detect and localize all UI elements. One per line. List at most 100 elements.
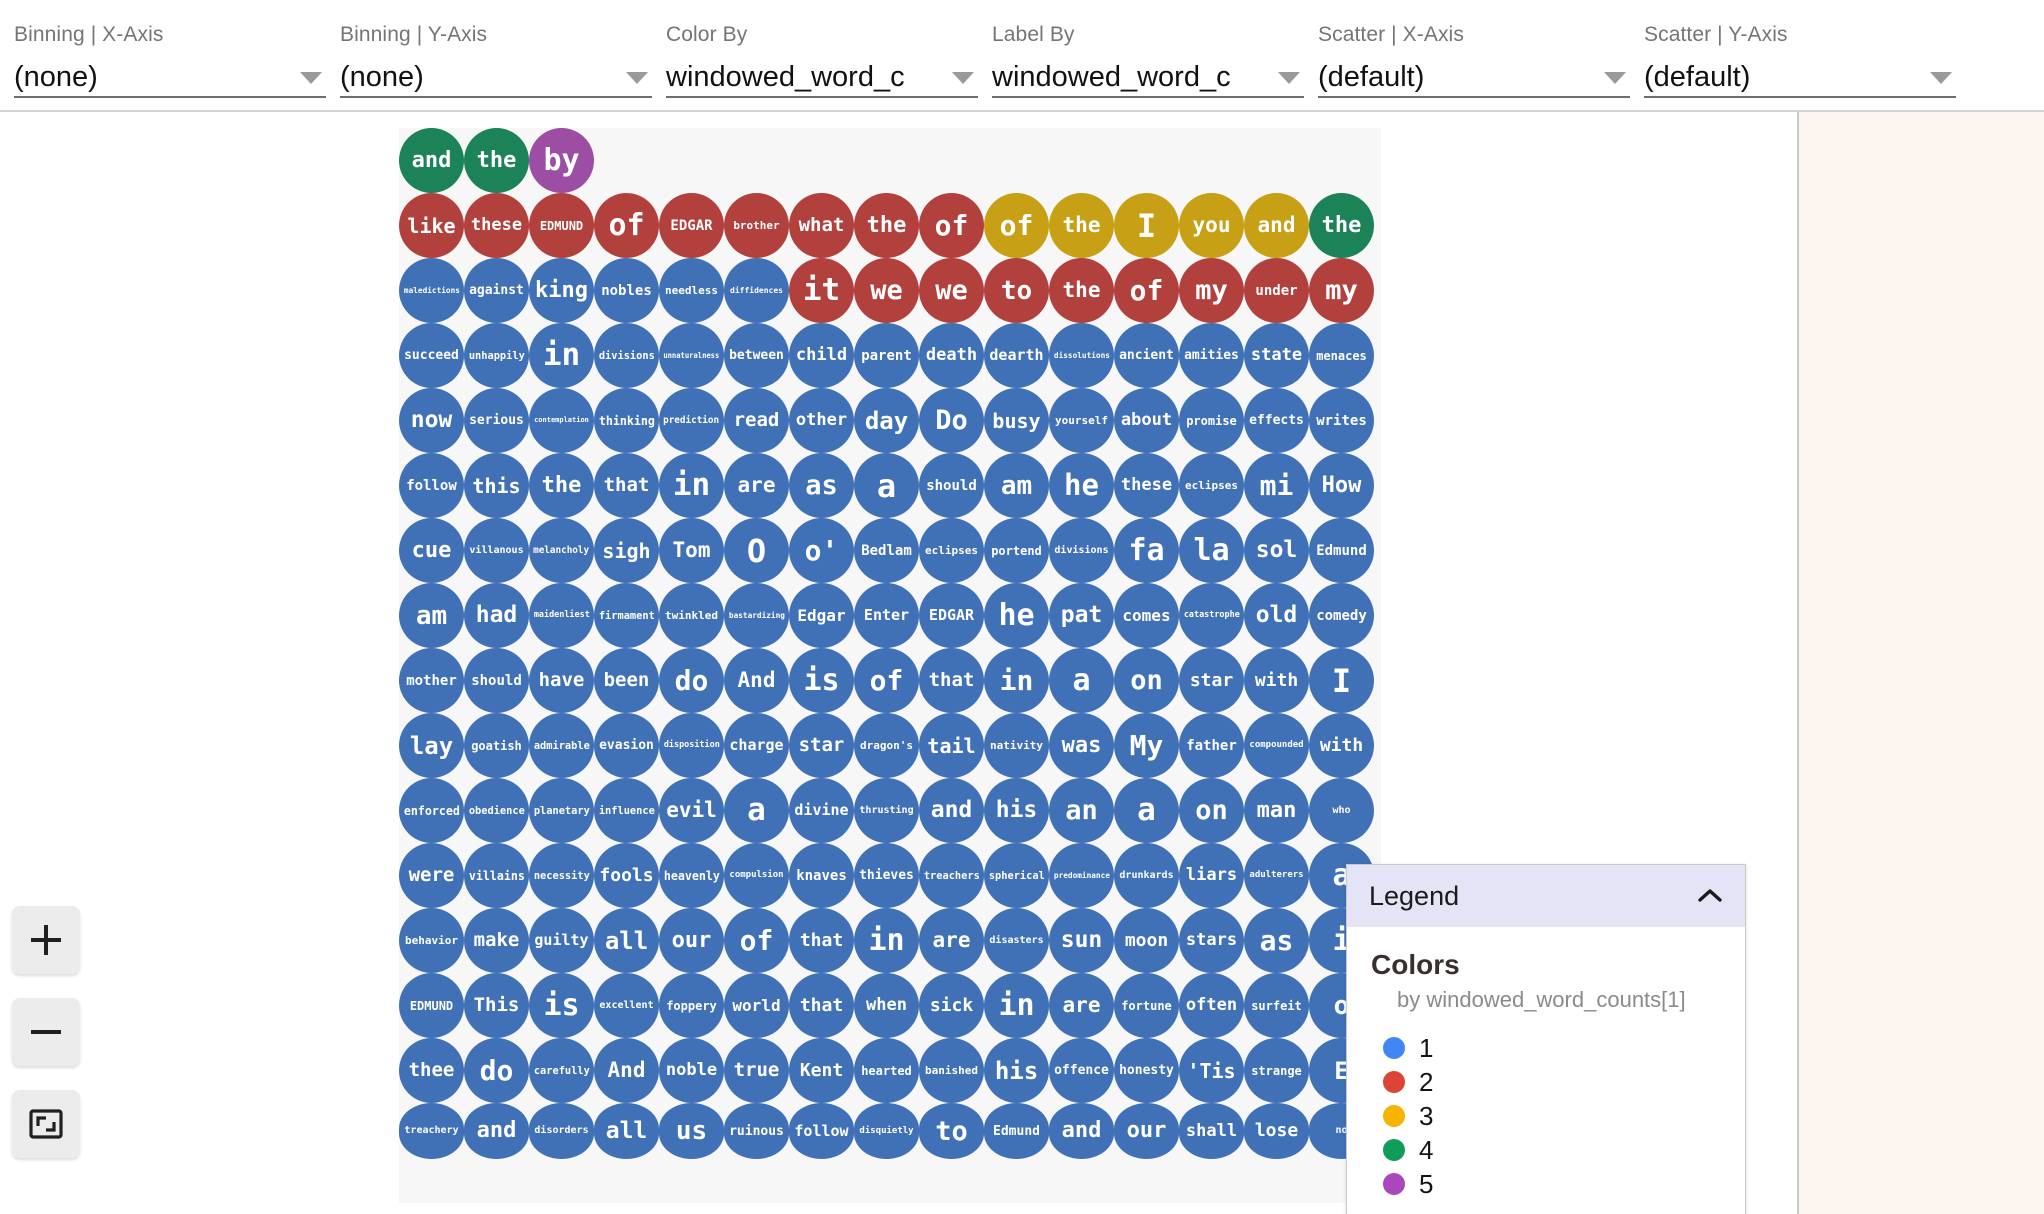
- word-bubble[interactable]: follow: [789, 1103, 854, 1159]
- word-bubble[interactable]: liars: [1179, 843, 1244, 908]
- word-bubble[interactable]: are: [724, 453, 789, 518]
- word-bubble[interactable]: EDMUND: [399, 973, 464, 1038]
- word-bubble[interactable]: we: [919, 258, 984, 323]
- word-bubble[interactable]: the: [1309, 193, 1374, 258]
- word-bubble[interactable]: writes: [1309, 388, 1374, 453]
- word-bubble[interactable]: portend: [984, 518, 1049, 583]
- word-bubble[interactable]: father: [1179, 713, 1244, 778]
- chevron-down-icon[interactable]: [300, 72, 322, 84]
- word-bubble[interactable]: the: [1049, 193, 1114, 258]
- word-bubble[interactable]: to: [984, 258, 1049, 323]
- word-bubble[interactable]: divisions: [594, 323, 659, 388]
- word-bubble[interactable]: a: [1114, 778, 1179, 843]
- word-bubble[interactable]: divisions: [1049, 518, 1114, 583]
- word-bubble[interactable]: world: [724, 973, 789, 1038]
- word-bubble[interactable]: in: [984, 648, 1049, 713]
- word-bubble[interactable]: star: [1179, 648, 1244, 713]
- word-bubble[interactable]: comes: [1114, 583, 1179, 648]
- word-bubble[interactable]: thieves: [854, 843, 919, 908]
- word-bubble[interactable]: predominance: [1049, 843, 1114, 908]
- word-bubble[interactable]: do: [659, 648, 724, 713]
- word-bubble[interactable]: are: [919, 908, 984, 973]
- zoom-out-button[interactable]: [12, 998, 80, 1066]
- word-bubble[interactable]: thrusting: [854, 778, 919, 843]
- word-bubble[interactable]: honesty: [1114, 1038, 1179, 1103]
- selector-scatter-x-axis[interactable]: Scatter | X-Axis(default): [1318, 14, 1630, 98]
- word-bubble[interactable]: behavior: [399, 908, 464, 973]
- word-bubble[interactable]: who: [1309, 778, 1374, 843]
- word-bubble[interactable]: Edmund: [984, 1103, 1049, 1159]
- word-bubble[interactable]: shall: [1179, 1103, 1244, 1159]
- word-bubble[interactable]: drunkards: [1114, 843, 1179, 908]
- word-bubble[interactable]: old: [1244, 583, 1309, 648]
- word-bubble[interactable]: O: [724, 518, 789, 583]
- word-bubble[interactable]: against: [464, 258, 529, 323]
- word-bubble[interactable]: as: [789, 453, 854, 518]
- word-bubble[interactable]: planetary: [529, 778, 594, 843]
- word-bubble[interactable]: we: [854, 258, 919, 323]
- word-bubble[interactable]: when: [854, 973, 919, 1038]
- word-bubble[interactable]: brother: [724, 193, 789, 258]
- word-bubble[interactable]: Tom: [659, 518, 724, 583]
- word-bubble[interactable]: these: [1114, 453, 1179, 518]
- word-bubble[interactable]: our: [1114, 1103, 1179, 1159]
- word-bubble[interactable]: compounded: [1244, 713, 1309, 778]
- word-bubble[interactable]: maidenliest: [529, 583, 594, 648]
- word-bubble[interactable]: How: [1309, 453, 1374, 518]
- word-bubble[interactable]: ancient: [1114, 323, 1179, 388]
- chevron-down-icon[interactable]: [1604, 72, 1626, 84]
- word-bubble[interactable]: adulterers: [1244, 843, 1309, 908]
- word-bubble[interactable]: often: [1179, 973, 1244, 1038]
- word-bubble[interactable]: EDGAR: [919, 583, 984, 648]
- word-bubble[interactable]: enforced: [399, 778, 464, 843]
- word-bubble[interactable]: moon: [1114, 908, 1179, 973]
- word-bubble[interactable]: to: [919, 1103, 984, 1159]
- word-bubble[interactable]: on: [1179, 778, 1244, 843]
- word-bubble[interactable]: nobles: [594, 258, 659, 323]
- word-bubble[interactable]: are: [1049, 973, 1114, 1038]
- word-bubble[interactable]: our: [659, 908, 724, 973]
- word-bubble[interactable]: a: [1049, 648, 1114, 713]
- word-bubble[interactable]: the: [529, 453, 594, 518]
- word-bubble[interactable]: that: [919, 648, 984, 713]
- word-bubble[interactable]: on: [1114, 648, 1179, 713]
- word-bubble[interactable]: lose: [1244, 1103, 1309, 1159]
- legend-item[interactable]: 4: [1383, 1133, 1721, 1167]
- word-bubble[interactable]: needless: [659, 258, 724, 323]
- word-bubble[interactable]: EDGAR: [659, 193, 724, 258]
- word-bubble[interactable]: nativity: [984, 713, 1049, 778]
- word-bubble[interactable]: these: [464, 193, 529, 258]
- word-bubble[interactable]: banished: [919, 1038, 984, 1103]
- word-bubble[interactable]: fa: [1114, 518, 1179, 583]
- word-bubble[interactable]: thee: [399, 1038, 464, 1103]
- word-bubble[interactable]: parent: [854, 323, 919, 388]
- word-bubble[interactable]: ruinous: [724, 1103, 789, 1159]
- chevron-down-icon[interactable]: [952, 72, 974, 84]
- binning-x-axis-dropdown[interactable]: (none): [14, 56, 326, 98]
- word-bubble[interactable]: cue: [399, 518, 464, 583]
- word-bubble[interactable]: a: [854, 453, 919, 518]
- chevron-down-icon[interactable]: [1278, 72, 1300, 84]
- word-bubble[interactable]: succeed: [399, 323, 464, 388]
- legend-item[interactable]: 2: [1383, 1065, 1721, 1099]
- word-bubble[interactable]: hearted: [854, 1038, 919, 1103]
- word-bubble[interactable]: under: [1244, 258, 1309, 323]
- word-bubble[interactable]: day: [854, 388, 919, 453]
- word-bubble[interactable]: all: [594, 1103, 659, 1159]
- word-bubble[interactable]: treachery: [399, 1103, 464, 1159]
- word-bubble[interactable]: strange: [1244, 1038, 1309, 1103]
- word-bubble[interactable]: fortune: [1114, 973, 1179, 1038]
- word-bubble[interactable]: was: [1049, 713, 1114, 778]
- word-bubble[interactable]: other: [789, 388, 854, 453]
- word-bubble[interactable]: were: [399, 843, 464, 908]
- word-bubble[interactable]: mother: [399, 648, 464, 713]
- word-bubble[interactable]: state: [1244, 323, 1309, 388]
- word-bubble[interactable]: effects: [1244, 388, 1309, 453]
- word-bubble[interactable]: bastardizing: [724, 583, 789, 648]
- word-bubble[interactable]: the: [1049, 258, 1114, 323]
- word-bubble[interactable]: melancholy: [529, 518, 594, 583]
- word-bubble[interactable]: like: [399, 193, 464, 258]
- scatter-x-axis-dropdown[interactable]: (default): [1318, 56, 1630, 98]
- word-bubble[interactable]: sigh: [594, 518, 659, 583]
- word-bubble[interactable]: unhappily: [464, 323, 529, 388]
